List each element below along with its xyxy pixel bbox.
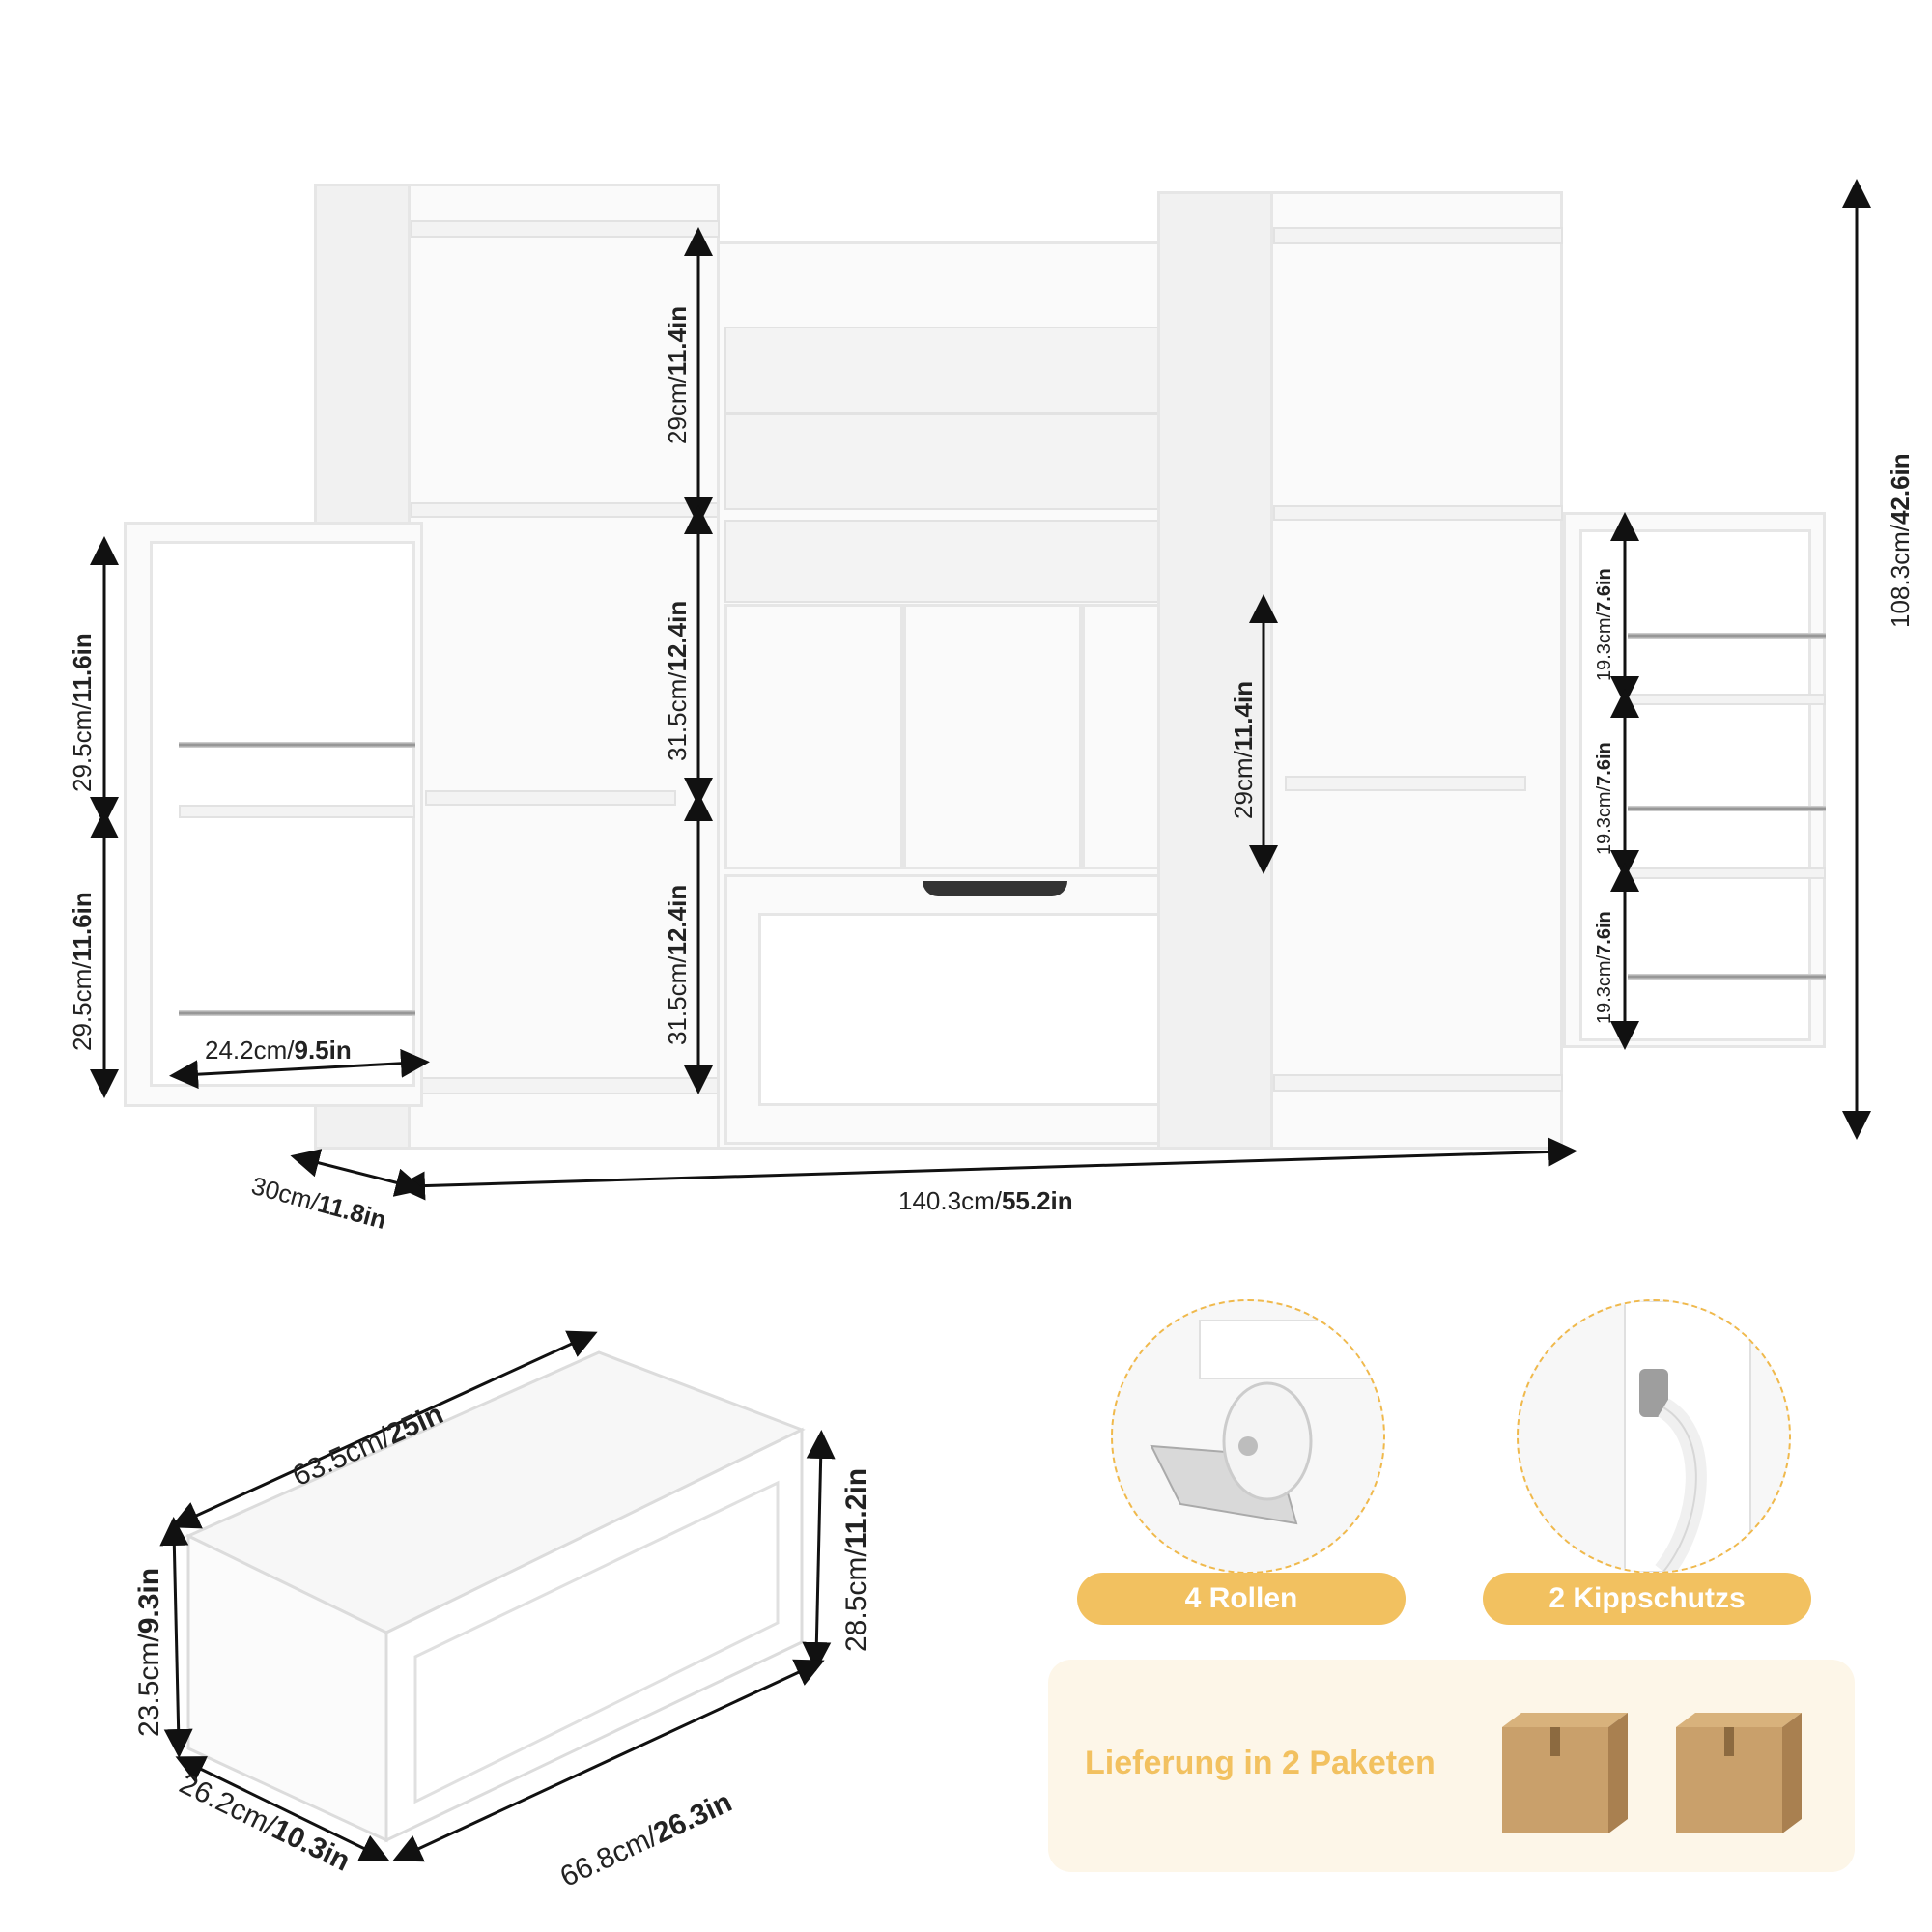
cabinet-illustration: 108.3cm/42.6in 140.3cm/55.2in 30cm/11.8i… — [68, 179, 1916, 1235]
right-shelf-2 — [1285, 776, 1526, 791]
cubby-2 — [903, 604, 1082, 869]
dim-cm: 29.5cm/ — [68, 702, 97, 793]
dim-in: 42.6in — [1886, 453, 1915, 526]
left-door-lower-label: 29.5cm/11.6in — [68, 892, 98, 1051]
width-total-label: 140.3cm/55.2in — [898, 1186, 1073, 1216]
wheel-detail-circle — [1111, 1299, 1385, 1574]
delivery-label: Lieferung in 2 Paketen — [1085, 1745, 1435, 1781]
package-box-icon-2 — [1676, 1713, 1802, 1833]
depth-line — [290, 1149, 425, 1197]
drawer-front-inset — [758, 913, 1232, 1106]
right-door-rod-3 — [1628, 974, 1826, 980]
package-box-icon-1 — [1502, 1713, 1628, 1833]
width-line — [396, 1137, 1577, 1201]
dim-in: 55.2in — [1001, 1186, 1073, 1215]
right-door-rod-1 — [1628, 633, 1826, 639]
right-door-rod-2 — [1628, 806, 1826, 811]
dim-cm: 24.2cm/ — [205, 1036, 295, 1065]
left-top-compartment-label: 29cm/11.4in — [663, 306, 693, 444]
dim-in: 11.6in — [68, 892, 97, 962]
right-shelf-1 — [1273, 505, 1563, 521]
dim-in: 7.6in — [1594, 568, 1615, 612]
dim-in: 11.6in — [68, 633, 97, 703]
dim-in: 11.2in — [840, 1467, 872, 1549]
left-door-width-line — [169, 1048, 430, 1090]
wheel-icon — [1150, 1320, 1383, 1525]
left-mid-compartment-label: 31.5cm/12.4in — [663, 601, 693, 761]
dim-in: 12.4in — [663, 884, 692, 956]
drawer-detail: 63.5cm/25in 28.5cm/11.2in 23.5cm/9.3in 2… — [0, 1285, 966, 1932]
dim-cm: 29cm/ — [1229, 751, 1258, 819]
book-slot-2 — [724, 413, 1227, 510]
left-door-width-label: 24.2cm/9.5in — [205, 1036, 352, 1065]
dim-in: 11.4in — [1229, 680, 1258, 752]
right-shelf-bottom — [1273, 1074, 1563, 1092]
dim-cm: 31.5cm/ — [663, 671, 692, 762]
drawer-drawing — [159, 1330, 836, 1862]
dim-cm: 19.3cm/ — [1594, 785, 1615, 855]
drawer-handle[interactable] — [923, 881, 1067, 896]
right-door-3-label: 19.3cm/7.6in — [1594, 911, 1616, 1024]
drawer-front-height-label: 28.5cm/11.2in — [840, 1468, 873, 1652]
left-door-upper-label: 29.5cm/11.6in — [68, 633, 98, 792]
dim-cm: 31.5cm/ — [663, 955, 692, 1046]
book-slot-1 — [724, 327, 1188, 413]
tip-guard-icon — [1624, 1301, 1751, 1572]
wheels-badge: 4 Rollen — [1077, 1573, 1406, 1625]
dimension-lines — [90, 179, 1871, 1201]
drawer-side-height-label: 23.5cm/9.3in — [133, 1568, 166, 1737]
right-shelf-top — [1273, 227, 1563, 244]
left-low-compartment-label: 31.5cm/12.4in — [663, 885, 693, 1045]
dim-cm: 28.5cm/ — [840, 1548, 872, 1652]
center-cubby-label: 29cm/11.4in — [1229, 681, 1259, 819]
dim-cm: 19.3cm/ — [1594, 954, 1615, 1024]
left-door-rod-2 — [179, 1010, 415, 1016]
delivery-panel: Lieferung in 2 Paketen — [1048, 1660, 1855, 1872]
tip-guard-detail-circle — [1517, 1299, 1791, 1574]
dim-cm: 29cm/ — [663, 376, 692, 444]
dim-cm: 29.5cm/ — [68, 961, 97, 1052]
tip-guard-badge: 2 Kippschutzs — [1483, 1573, 1811, 1625]
dim-cm: 140.3cm/ — [898, 1186, 1002, 1215]
dim-cm: 19.3cm/ — [1594, 611, 1615, 681]
dim-in: 11.4in — [663, 305, 692, 377]
left-door-rod-1 — [179, 742, 415, 748]
dim-in: 7.6in — [1594, 911, 1615, 955]
left-door-shelf — [179, 805, 415, 818]
dim-cm: 23.5cm/ — [133, 1634, 165, 1737]
left-shelf-top — [411, 220, 720, 238]
dim-in: 9.3in — [133, 1567, 165, 1634]
dim-in: 7.6in — [1594, 742, 1615, 786]
dim-cm: 108.3cm/ — [1886, 525, 1915, 628]
height-total-label: 108.3cm/42.6in — [1886, 453, 1916, 628]
right-door-2-label: 19.3cm/7.6in — [1594, 742, 1616, 855]
right-door-1-label: 19.3cm/7.6in — [1594, 568, 1616, 681]
cubby-1 — [724, 604, 903, 869]
dim-in: 9.5in — [294, 1036, 352, 1065]
left-shelf-2 — [425, 790, 676, 806]
dim-in: 12.4in — [663, 600, 692, 672]
